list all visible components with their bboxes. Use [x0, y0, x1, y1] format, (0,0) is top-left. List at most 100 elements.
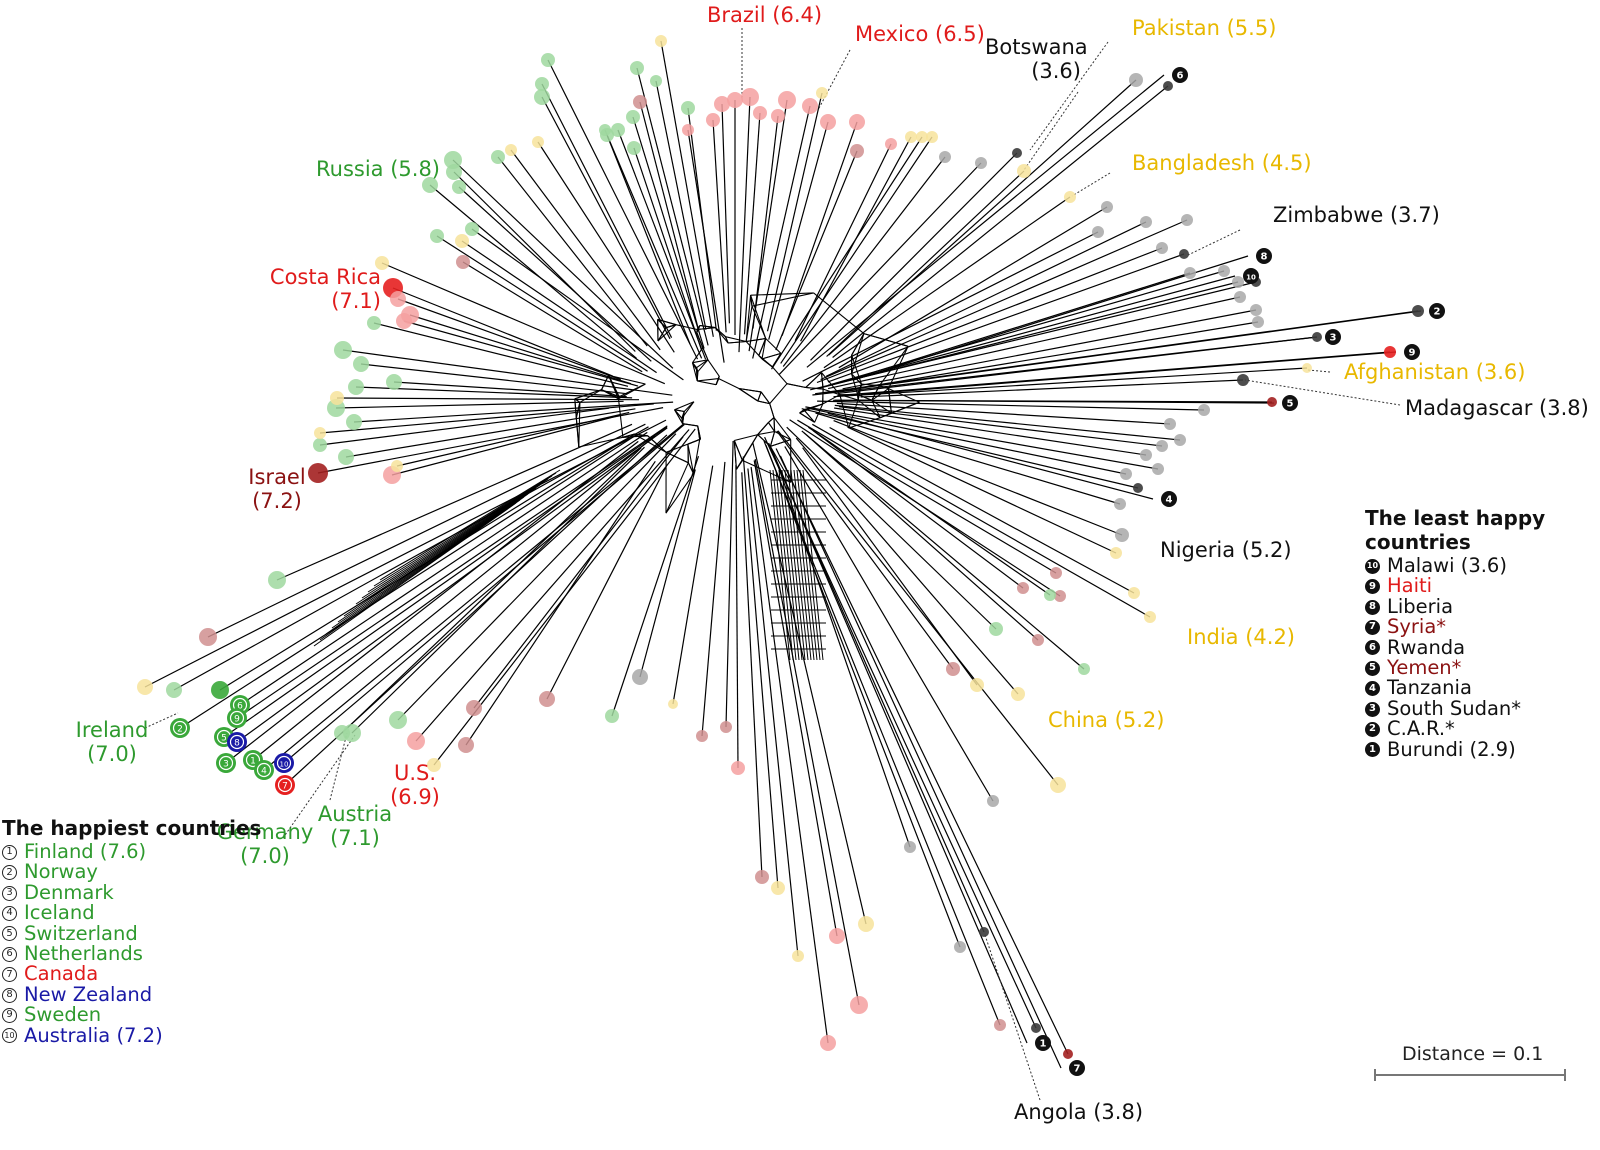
network-edge	[633, 147, 702, 350]
leaf-node	[1302, 363, 1312, 373]
leaf-node	[455, 234, 469, 248]
leaf-node	[308, 463, 328, 483]
leaf-node	[1232, 276, 1244, 288]
network-edge	[829, 426, 1135, 594]
network-edge	[832, 85, 1169, 358]
leaf-node	[1144, 611, 1156, 623]
network-edge	[687, 129, 725, 363]
leaf-node	[1017, 582, 1029, 594]
leaf-node	[850, 144, 864, 158]
mesh-segment	[768, 417, 775, 423]
legend-country-name: Tanzania	[1387, 676, 1472, 700]
mesh-segment	[772, 469, 794, 661]
network-edge	[510, 149, 661, 351]
mesh-segment	[803, 409, 816, 423]
mesh-segment	[681, 418, 684, 424]
mesh-segment	[851, 355, 863, 385]
network-edge	[219, 433, 636, 691]
least-happy-legend-title: The least happy countries	[1365, 506, 1600, 554]
happy-rank-ring	[277, 777, 293, 793]
network-edge	[784, 446, 994, 802]
network-edge	[764, 436, 1037, 1029]
mesh-segment	[790, 469, 812, 661]
mesh-segment	[665, 473, 695, 514]
network-edge	[461, 240, 657, 374]
leaf-node	[885, 138, 897, 150]
leaf-node	[338, 449, 354, 465]
leaf-node	[850, 996, 868, 1014]
leaf-node	[1017, 164, 1031, 178]
network-edge	[808, 426, 1051, 596]
network-edge	[606, 134, 691, 345]
leaf-node	[1237, 374, 1249, 386]
leaf-node	[1129, 73, 1143, 87]
sad-rank-marker	[1429, 303, 1445, 319]
leaf-node	[137, 679, 153, 695]
network-edge	[770, 136, 923, 370]
leaf-node	[802, 98, 818, 114]
scale-label: Distance = 0.1	[1402, 1043, 1544, 1065]
happy-rank-ring	[218, 755, 234, 771]
leaf-node	[792, 950, 804, 962]
leaf-node	[444, 151, 462, 169]
leaf-node	[926, 131, 938, 143]
rank-badge: 10	[2, 1028, 17, 1044]
rank-badge: 6	[1365, 640, 1380, 656]
happy-rank-number: 9	[234, 715, 240, 725]
leaf-node	[904, 841, 916, 853]
network-leaf-nodes	[137, 35, 1424, 1059]
happiest-legend-title: The happiest countries	[2, 816, 261, 840]
network-edge	[353, 401, 674, 423]
network-edge	[436, 235, 648, 372]
mesh-segment	[760, 391, 771, 404]
network-edge	[655, 80, 707, 330]
label-russia: Russia (5.8)	[316, 157, 441, 181]
network-edge	[860, 379, 1244, 398]
sad-rank-marker	[1172, 67, 1188, 83]
network-edge	[636, 67, 709, 346]
network-edge	[252, 435, 656, 761]
happy-rank-number: 3	[223, 760, 229, 770]
sad-rank-marker	[1161, 491, 1177, 507]
leaf-node	[1054, 590, 1066, 602]
germany-name: Germany	[216, 820, 314, 844]
leaf-node	[994, 1019, 1006, 1031]
legend-country-name: Haiti	[1387, 574, 1433, 598]
mesh-segment	[769, 446, 792, 483]
network-edge	[803, 432, 1039, 641]
happiest-title-line2: countries	[155, 816, 262, 840]
leaf-node	[367, 316, 381, 330]
network-edge	[769, 446, 1028, 1044]
network-edge	[632, 116, 705, 349]
label-us: U.S. (6.9)	[385, 761, 445, 809]
leaf-node	[1031, 1023, 1041, 1033]
leaf-node	[849, 114, 865, 130]
leaf-node	[1198, 404, 1210, 416]
mesh-segment	[751, 292, 814, 307]
leaf-node	[268, 571, 286, 589]
mesh-segment	[715, 376, 720, 385]
leaf-node	[1032, 634, 1044, 646]
rank-badge: 7	[2, 967, 17, 983]
network-edge	[853, 255, 1249, 381]
sad-rank-number: 10	[1246, 274, 1256, 282]
mesh-segment	[696, 332, 704, 348]
leaf-node	[539, 691, 555, 707]
network-edge	[452, 159, 674, 369]
network-edge	[319, 403, 654, 434]
mesh-segment	[879, 401, 920, 419]
leaf-node	[1252, 316, 1264, 328]
network-edge	[810, 152, 1018, 361]
leaf-node	[1128, 587, 1140, 599]
ireland-score: (7.0)	[87, 742, 137, 766]
